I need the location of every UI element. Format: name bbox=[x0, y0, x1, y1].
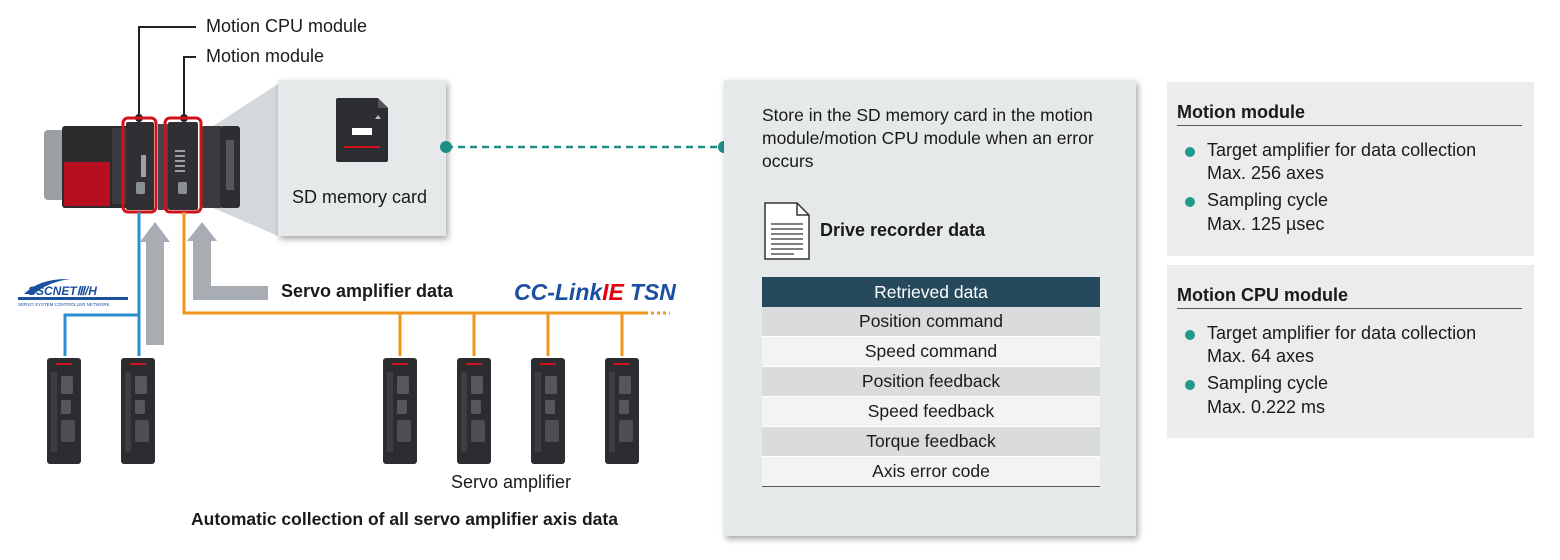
retrieved-data-table: Retrieved data Position command Speed co… bbox=[762, 277, 1100, 487]
motion-module-spec-box: Motion module Target amplifier for data … bbox=[1167, 82, 1534, 256]
document-icon bbox=[764, 202, 810, 260]
plc-rack bbox=[44, 122, 240, 210]
servo-amplifier bbox=[383, 358, 417, 464]
spec-value: Max. 64 axes bbox=[1207, 346, 1315, 366]
table-row: Speed feedback bbox=[762, 396, 1100, 427]
data-arrow-cclink bbox=[187, 222, 268, 300]
servo-amplifier bbox=[531, 358, 565, 464]
spec-value: Max. 256 axes bbox=[1207, 163, 1325, 183]
cclink-network bbox=[182, 212, 648, 356]
svg-text:SSCNETⅢ/H: SSCNETⅢ/H bbox=[28, 284, 97, 298]
motion-cpu-module-label: Motion CPU module bbox=[206, 16, 368, 36]
bullet-icon bbox=[1185, 330, 1195, 340]
servo-amplifier-group bbox=[47, 358, 639, 464]
table-row: Position feedback bbox=[762, 366, 1100, 397]
servo-amplifier bbox=[47, 358, 81, 464]
table-row: Axis error code bbox=[762, 456, 1100, 487]
servo-amplifier bbox=[605, 358, 639, 464]
sscnet-network bbox=[63, 212, 141, 356]
spec-text: Sampling cycle bbox=[1207, 190, 1329, 210]
drive-recorder-title: Drive recorder data bbox=[820, 220, 986, 240]
spec-value: Max. 125 µsec bbox=[1207, 214, 1325, 234]
table-header: Retrieved data bbox=[762, 277, 1100, 307]
sd-card-panel: SD memory card bbox=[278, 80, 446, 236]
sd-card-label: SD memory card bbox=[292, 187, 428, 207]
bullet-icon bbox=[1185, 147, 1195, 157]
spec-text: Target amplifier for data collection bbox=[1207, 140, 1477, 160]
sd-card-icon bbox=[336, 98, 388, 162]
servo-amplifier bbox=[457, 358, 491, 464]
divider bbox=[1177, 308, 1522, 309]
servo-amplifier-data-label: Servo amplifier data bbox=[281, 281, 454, 301]
data-arrow-sscnet bbox=[140, 222, 170, 345]
bullet-icon bbox=[1185, 197, 1195, 207]
table-row: Torque feedback bbox=[762, 426, 1100, 457]
spec-value: Max. 0.222 ms bbox=[1207, 397, 1326, 417]
servo-amplifier-label: Servo amplifier bbox=[451, 472, 572, 492]
table-row: Speed command bbox=[762, 336, 1100, 367]
svg-text:SERVO SYSTEM CONTROLLER NETWOR: SERVO SYSTEM CONTROLLER NETWORK bbox=[18, 302, 110, 307]
motion-module-label: Motion module bbox=[206, 46, 325, 66]
spec-text: Sampling cycle bbox=[1207, 373, 1329, 393]
motion-cpu-title: Motion CPU module bbox=[1177, 285, 1348, 305]
store-description: Store in the SD memory card in the motio… bbox=[762, 105, 1094, 171]
bottom-caption: Automatic collection of all servo amplif… bbox=[191, 509, 618, 529]
motion-module-title: Motion module bbox=[1177, 102, 1305, 122]
motion-cpu-spec-box: Motion CPU module Target amplifier for d… bbox=[1167, 265, 1534, 438]
servo-amplifier bbox=[121, 358, 155, 464]
divider bbox=[1177, 125, 1522, 126]
bullet-icon bbox=[1185, 380, 1195, 390]
sscnet-logo: SSCNETⅢ/H SERVO SYSTEM CONTROLLER NETWOR… bbox=[18, 278, 128, 307]
system-diagram: SSCNETⅢ/H SERVO SYSTEM CONTROLLER NETWOR… bbox=[18, 26, 676, 464]
callout-line-motion-cpu bbox=[138, 26, 196, 118]
table-row: Position command bbox=[762, 307, 1100, 337]
callout-line-motion-module bbox=[183, 56, 196, 118]
dashed-connector bbox=[440, 141, 730, 153]
spec-text: Target amplifier for data collection bbox=[1207, 323, 1477, 343]
